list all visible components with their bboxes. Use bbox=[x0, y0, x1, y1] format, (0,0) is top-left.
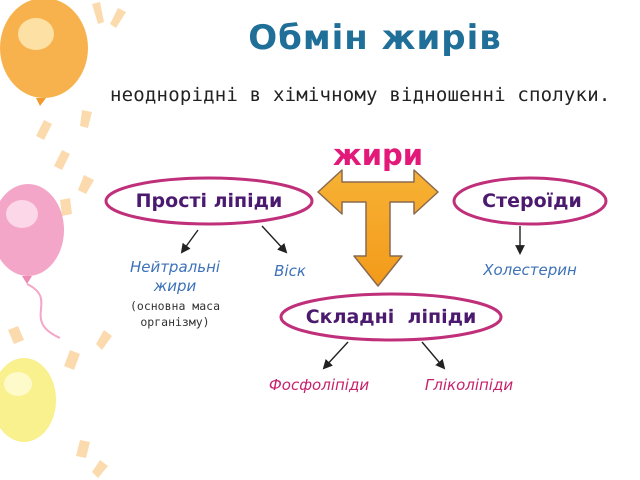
leaf-neutral-fats-line2: жири bbox=[153, 277, 197, 295]
simple-lipids-ellipse bbox=[104, 176, 314, 226]
node-simple-lipids: Прості ліпіди bbox=[135, 190, 283, 212]
complex-lipids-ellipse bbox=[279, 292, 503, 342]
t-arrow bbox=[317, 169, 439, 287]
leaf-cholesterol: Холестерин bbox=[483, 261, 577, 279]
node-complex-lipids: Складні ліпіди bbox=[305, 306, 477, 328]
balloon-pink bbox=[0, 184, 64, 339]
neutral-fats-note-line2: організму) bbox=[140, 315, 210, 329]
leaf-wax: Віск bbox=[274, 262, 306, 280]
balloon-yellow bbox=[0, 358, 56, 442]
center-label-fats: жири bbox=[332, 138, 424, 172]
arrow-to-phospholipids bbox=[322, 341, 349, 370]
page-title: Обмін жирів bbox=[248, 18, 502, 58]
node-steroids: Стероїди bbox=[482, 190, 582, 212]
sun-rays bbox=[8, 2, 126, 478]
arrow-to-glycolipids bbox=[421, 341, 446, 370]
subtitle: неоднорідні в хімічному відношенні сполу… bbox=[110, 84, 611, 106]
balloon-orange bbox=[0, 0, 88, 106]
leaf-phospholipids: Фосфоліпіди bbox=[268, 376, 370, 394]
neutral-fats-note-line1: (основна маса bbox=[129, 299, 220, 313]
arrow-to-wax bbox=[261, 225, 288, 254]
leaf-glycolipids: Гліколіпіди bbox=[424, 376, 514, 394]
arrow-to-neutral-fats bbox=[180, 229, 199, 254]
leaf-neutral-fats-line1: Нейтральні bbox=[129, 258, 221, 276]
steroids-ellipse bbox=[452, 176, 608, 226]
